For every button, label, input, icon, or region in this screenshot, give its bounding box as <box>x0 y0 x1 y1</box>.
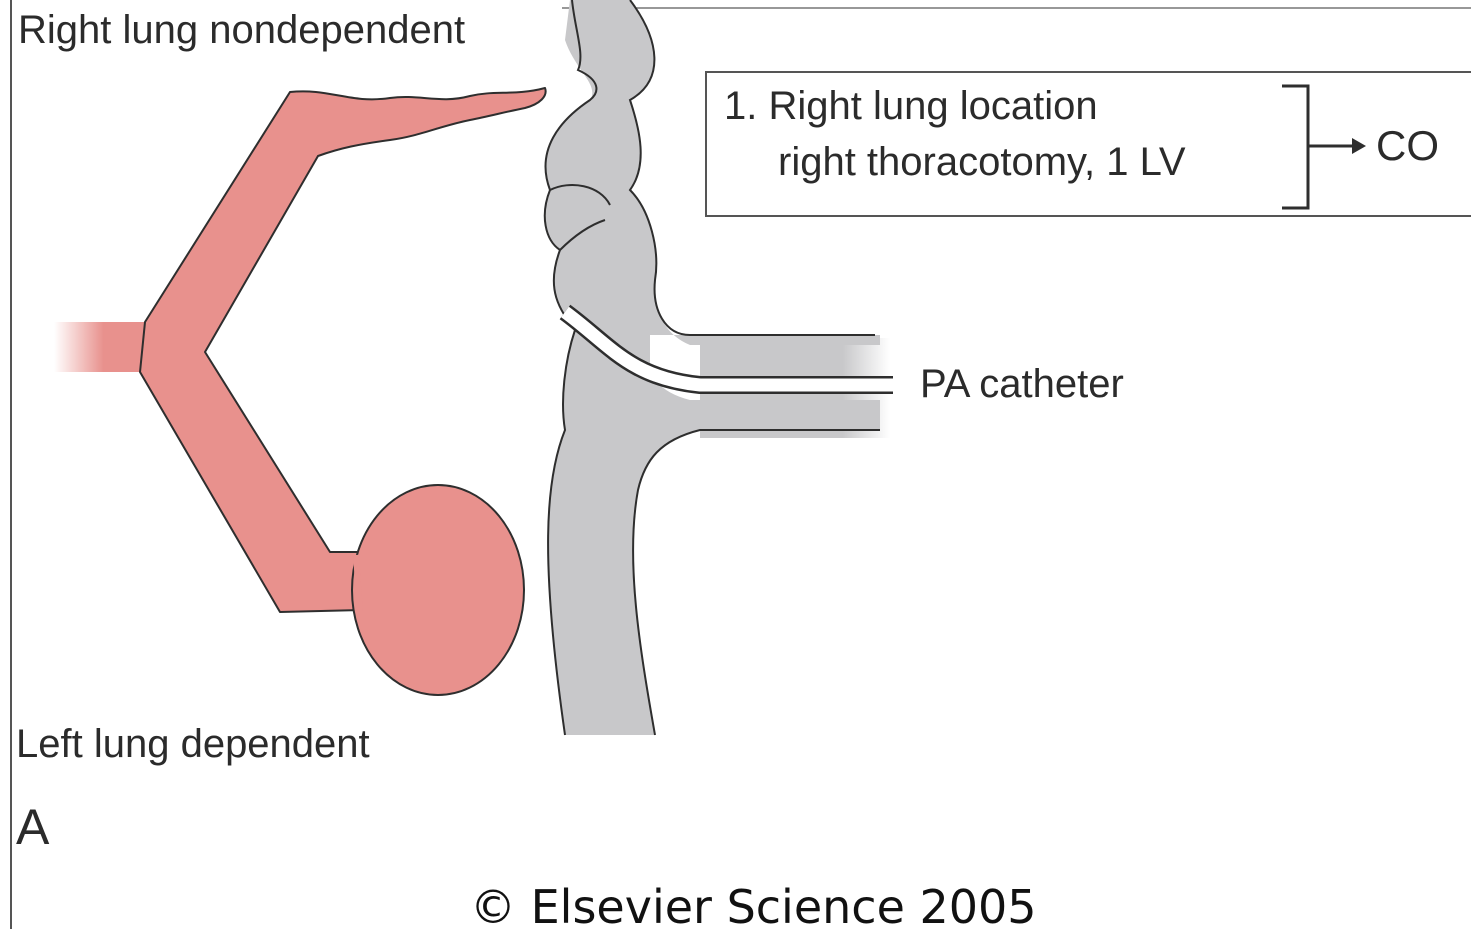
left-lung-bulb <box>352 485 524 695</box>
catheter-end-mask <box>893 370 913 400</box>
bulb-join <box>356 555 360 612</box>
label-left-lung: Left lung dependent <box>16 722 370 767</box>
callout-result: CO <box>1376 122 1439 170</box>
copyright: © Elsevier Science 2005 <box>470 880 1037 934</box>
callout-line-1: 1. Right lung location <box>724 84 1098 129</box>
callout-line-2: right thoracotomy, 1 LV <box>778 140 1186 185</box>
heart-outline-right-lower <box>633 430 880 735</box>
lung-vessel-tree <box>54 88 546 695</box>
label-pa-catheter: PA catheter <box>920 362 1124 407</box>
label-right-lung: Right lung nondependent <box>18 8 465 53</box>
panel-label: A <box>16 798 49 856</box>
